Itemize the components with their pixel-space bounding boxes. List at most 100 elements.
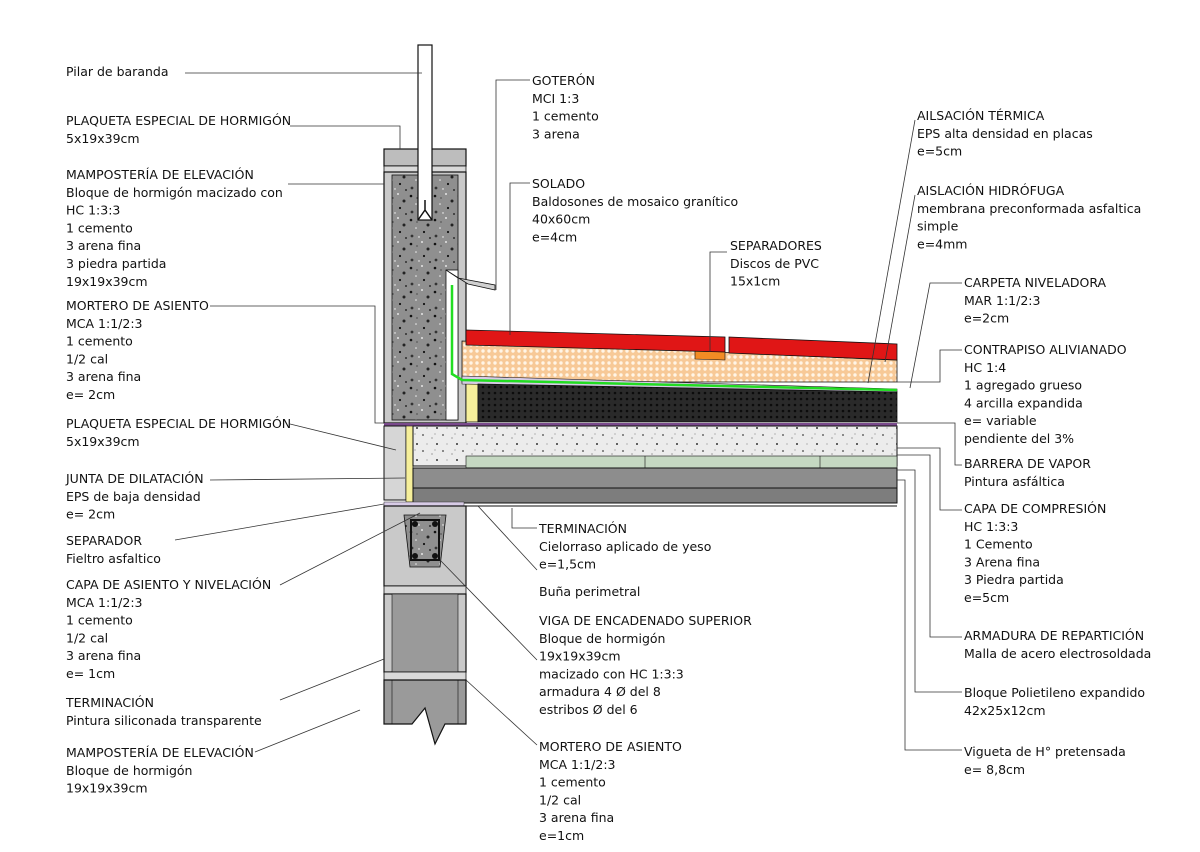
label-line: e= variable — [964, 413, 1037, 428]
label-terminacion-left: TERMINACIÓN Pintura siliconada transparen… — [65, 695, 262, 728]
label-line: 3 arena fina — [66, 648, 141, 663]
label-line: 1 cemento — [66, 334, 133, 349]
railing-anchor — [417, 200, 433, 221]
label-line: e=4mm — [917, 236, 967, 251]
label-separadores: SEPARADORES Discos de PVC 15x1cm — [730, 238, 822, 289]
label-capa-asiento: CAPA DE ASIENTO Y NIVELACIÓN MCA 1:1/2:3 1… — [66, 577, 271, 681]
label-line: AILSACIÓN TÉRMICA — [917, 108, 1045, 123]
label-plaqueta-top: PLAQUETA ESPECIAL DE HORMIGÓN 5x19x39cm — [66, 113, 291, 146]
label-line: EPS alta densidad en placas — [917, 126, 1093, 141]
label-line: Pintura siliconada transparente — [66, 713, 262, 728]
label-line: simple — [917, 219, 959, 234]
label-line: 3 arena fina — [66, 238, 141, 253]
label-line: 3 Arena fina — [964, 554, 1040, 569]
vigueta — [412, 467, 898, 489]
label-capa-compresion: CAPA DE COMPRESIÓN HC 1:3:3 1 Cemento 3 Are… — [964, 501, 1106, 605]
label-line: Malla de acero electrosoldada — [964, 646, 1151, 661]
label-line: estribos Ø del 6 — [539, 702, 638, 717]
label-line: 1 Cemento — [964, 537, 1033, 552]
tile-left — [465, 329, 726, 353]
separador-fieltro — [383, 501, 465, 507]
label-line: CAPA DE COMPRESIÓN — [964, 501, 1106, 516]
label-line: 1 cemento — [532, 109, 599, 124]
bloque-polietileno — [465, 455, 898, 469]
label-line: CARPETA NIVELADORA — [964, 275, 1107, 290]
label-line: EPS de baja densidad — [66, 489, 201, 504]
mortar-bed-2 — [383, 671, 467, 681]
label-line: Cielorraso aplicado de yeso — [539, 539, 711, 554]
eps-joint — [465, 381, 479, 423]
label-line: 1/2 cal — [66, 630, 108, 645]
label-line: e=1cm — [539, 828, 584, 843]
rebar-1 — [412, 521, 418, 527]
label-line: GOTERÓN — [532, 73, 595, 88]
label-line: Bloque de hormigón — [66, 763, 192, 778]
label-line: 3 arena fina — [66, 369, 141, 384]
label-pilar: Pilar de baranda — [66, 64, 169, 79]
label-line: e= 2cm — [66, 507, 115, 522]
label-line: Fieltro asfaltico — [66, 551, 161, 566]
label-line: Discos de PVC — [730, 256, 819, 271]
label-line: 19x19x39cm — [66, 781, 148, 796]
annotation-labels: Pilar de baranda PLAQUETA ESPECIAL DE HO… — [65, 64, 1151, 843]
wall-block-2 — [383, 679, 467, 746]
label-line: 1/2 cal — [539, 792, 581, 807]
label-line: 1 cemento — [539, 775, 606, 790]
label-line: 15x1cm — [730, 274, 780, 289]
label-line: MCA 1:1/2:3 — [66, 595, 142, 610]
label-line: MAR 1:1/2:3 — [964, 293, 1040, 308]
label-line: ARMADURA DE REPARTICIÓN — [964, 628, 1144, 643]
label-line: VIGA DE ENCADENADO SUPERIOR — [539, 613, 752, 628]
railing-post — [417, 44, 433, 221]
label-line: MCA 1:1/2:3 — [66, 316, 142, 331]
label-aislacion-hidrofuga: AISLACIÓN HIDRÓFUGA membrana preconformad… — [917, 183, 1141, 251]
rebar-3 — [412, 553, 418, 559]
label-line: e=1,5cm — [539, 557, 596, 572]
label-line: Bloque de hormigón macizado con — [66, 185, 283, 200]
label-line: TERMINACIÓN — [65, 695, 154, 710]
tile-right — [728, 336, 898, 361]
label-line: PLAQUETA ESPECIAL DE HORMIGÓN — [66, 113, 291, 128]
label-line: 5x19x39cm — [66, 434, 140, 449]
label-line: 3 arena — [532, 126, 580, 141]
label-line: 3 piedra partida — [66, 256, 166, 271]
label-line: 42x25x12cm — [964, 703, 1046, 718]
label-line: 3 arena fina — [539, 810, 614, 825]
label-junta: JUNTA DE DILATACIÓN EPS de baja densidad e… — [65, 471, 204, 522]
label-line: membrana preconformada asfaltica — [917, 201, 1141, 216]
rebar-4 — [432, 553, 438, 559]
mortar-bed — [383, 585, 467, 595]
wall-block-1-core — [391, 593, 459, 673]
label-line: 19x19x39cm — [539, 649, 621, 664]
label-line: MAMPOSTERÍA DE ELEVACIÓN — [66, 745, 254, 760]
label-line: CAPA DE ASIENTO Y NIVELACIÓN — [66, 577, 271, 592]
label-line: 5x19x39cm — [66, 131, 140, 146]
label-line: HC 1:3:3 — [964, 519, 1018, 534]
label-viga: VIGA DE ENCADENADO SUPERIOR Bloque de hor… — [539, 613, 752, 717]
label-line: SEPARADORES — [730, 238, 822, 253]
label-line: 4 arcilla expandida — [964, 395, 1083, 410]
label-line: MAMPOSTERÍA DE ELEVACIÓN — [66, 167, 254, 182]
label-line: Bloque de hormigón — [539, 631, 665, 646]
label-line: e=4cm — [532, 229, 577, 244]
label-line: BARRERA DE VAPOR — [964, 456, 1091, 471]
stirrup — [410, 519, 440, 561]
label-line: Pilar de baranda — [66, 64, 169, 79]
label-line: e= 2cm — [66, 387, 115, 402]
leader-lines — [174, 72, 962, 753]
label-line: e= 1cm — [66, 666, 115, 681]
label-line: 1 cemento — [66, 220, 133, 235]
label-line: JUNTA DE DILATACIÓN — [65, 471, 204, 486]
label-line: Baldosones de mosaico granítico — [532, 194, 738, 209]
label-line: 40x60cm — [532, 212, 590, 227]
label-buna: Buña perimetral — [539, 584, 640, 599]
label-line: AISLACIÓN HIDRÓFUGA — [917, 183, 1065, 198]
rebar-2 — [432, 521, 438, 527]
